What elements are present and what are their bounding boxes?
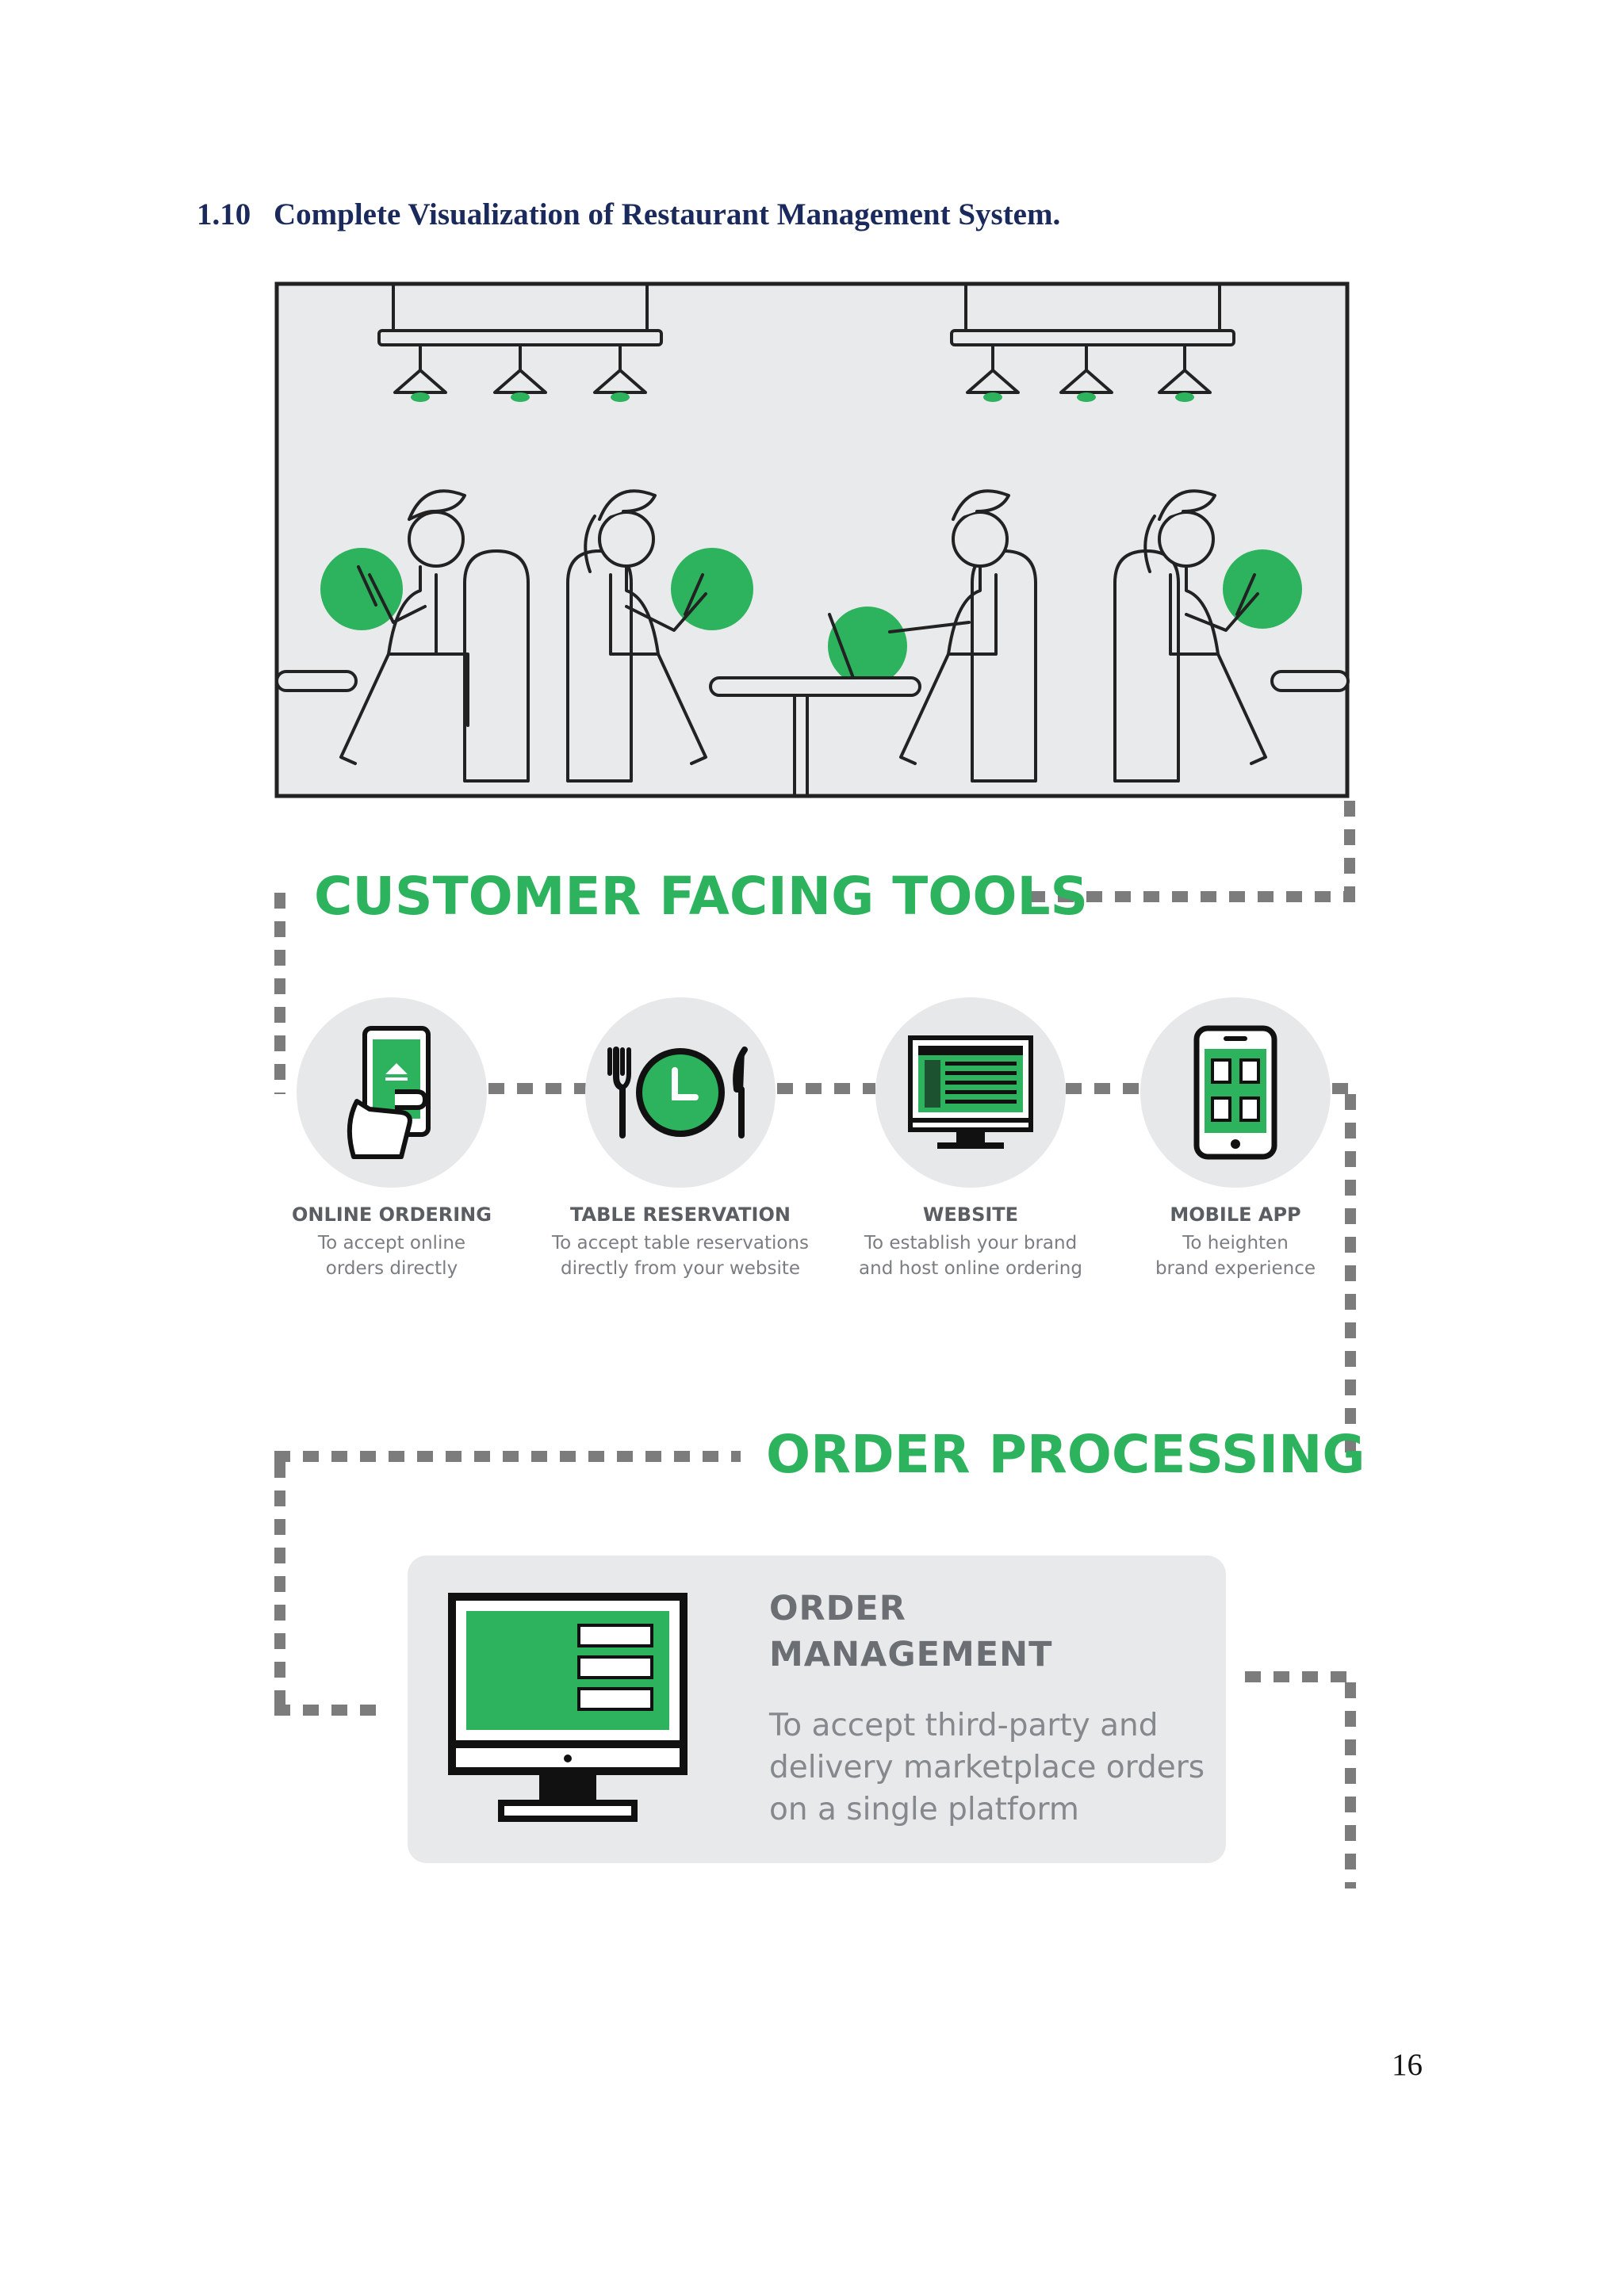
- connector-processing-left: [274, 1451, 741, 1462]
- tool-desc-line: To accept online: [317, 1233, 466, 1253]
- connector-tools-2: [777, 1083, 875, 1094]
- diner-2-icon: [566, 489, 707, 783]
- connector-right-vertical: [1345, 1094, 1356, 1460]
- connector-tools-1: [488, 1083, 587, 1094]
- tool-label: TABLE RESERVATION: [570, 1203, 791, 1226]
- tool-desc-line: To accept table reservations: [552, 1233, 809, 1253]
- connector-card-right: [1245, 1671, 1356, 1682]
- tool-desc-line: brand experience: [1155, 1258, 1316, 1279]
- connector-tools-4: [1332, 1083, 1356, 1094]
- desktop-monitor-icon: [448, 1593, 688, 1822]
- mobile-app-icon: [1193, 1025, 1277, 1160]
- page-number: 16: [1392, 2048, 1423, 2082]
- section-heading-text: Complete Visualization of Restaurant Man…: [274, 197, 1061, 232]
- tool-circle-table-reservation: [585, 997, 776, 1188]
- tool-website: WEBSITE To establish your brand and host…: [836, 1203, 1105, 1281]
- section-heading: 1.10 Complete Visualization of Restaurant…: [197, 197, 1060, 232]
- diner-4-icon: [1113, 489, 1267, 783]
- order-management-title: ORDER MANAGEMENT: [769, 1589, 1053, 1674]
- connector-tools-3: [1066, 1083, 1140, 1094]
- connector-bottom-right: [1345, 1682, 1356, 1888]
- tool-desc-line: directly from your website: [560, 1258, 801, 1279]
- customer-facing-tools-title: CUSTOMER FACING TOOLS: [314, 866, 1089, 927]
- diner-1-icon: [339, 489, 530, 783]
- order-management-desc: To accept third-party and delivery marke…: [769, 1708, 1205, 1827]
- connector-left-vertical: [274, 893, 285, 1094]
- tool-mobile-app: MOBILE APP To heighten brand experience: [1101, 1203, 1370, 1281]
- tool-desc-line: and host online ordering: [859, 1258, 1082, 1279]
- tool-circle-online-ordering: [297, 997, 487, 1188]
- section-number: 1.10: [197, 197, 251, 232]
- tool-table-reservation: TABLE RESERVATION To accept table reserv…: [546, 1203, 815, 1281]
- order-management-card: ORDER MANAGEMENT To accept third-party a…: [408, 1556, 1226, 1863]
- tool-label: WEBSITE: [922, 1203, 1019, 1226]
- tool-online-ordering: ONLINE ORDERING To accept online orders …: [257, 1203, 527, 1281]
- restaurant-illustration: [274, 281, 1350, 798]
- tool-circle-website: [875, 997, 1066, 1188]
- connector-top-right: [1344, 801, 1355, 899]
- tool-desc-line: To heighten: [1182, 1233, 1289, 1253]
- connector-title-right: [1029, 891, 1355, 902]
- tool-circle-mobile-app: [1140, 997, 1331, 1188]
- diner-3-icon: [828, 489, 1037, 783]
- tool-label: ONLINE ORDERING: [292, 1203, 492, 1226]
- monitor-website-icon: [908, 1035, 1033, 1149]
- order-processing-title: ORDER PROCESSING: [766, 1424, 1365, 1485]
- tool-desc-line: orders directly: [325, 1258, 458, 1279]
- plate-clock-icon: [607, 1047, 748, 1138]
- ceiling-lamp-right-icon: [950, 282, 1235, 394]
- connector-card-left: [274, 1705, 382, 1716]
- connector-processing-vertical: [274, 1462, 285, 1711]
- tool-label: MOBILE APP: [1170, 1203, 1301, 1226]
- hand-phone-icon: [347, 1026, 431, 1159]
- tool-desc-line: To establish your brand: [864, 1233, 1078, 1253]
